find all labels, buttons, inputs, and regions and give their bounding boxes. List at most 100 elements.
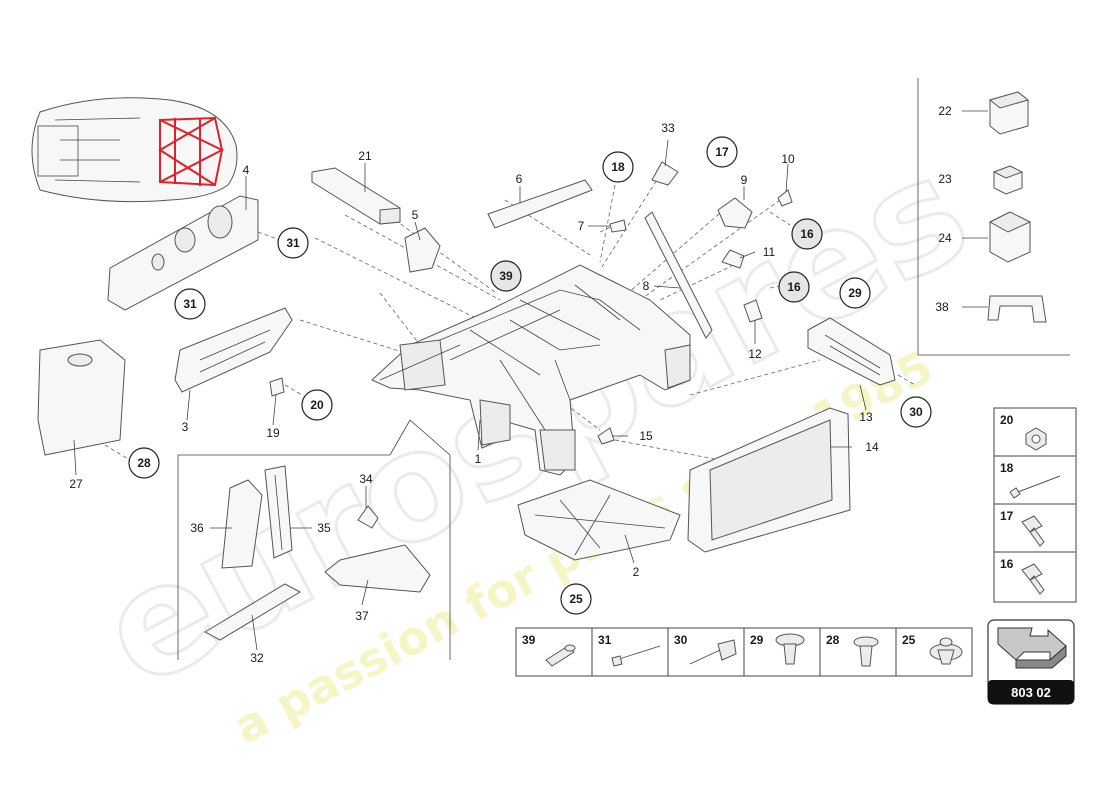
callout-label: 39 [499, 269, 513, 283]
label-22[interactable]: 22 [938, 104, 952, 118]
callout-31-top[interactable]: 31 [277, 227, 309, 259]
legend-item-18[interactable]: 18 [1000, 461, 1061, 499]
label-8[interactable]: 8 [643, 279, 650, 293]
legend-number: 18 [1000, 461, 1014, 475]
label-5[interactable]: 5 [412, 208, 419, 222]
bolt-icon [1021, 563, 1045, 595]
legend-item-28[interactable]: 28 [826, 633, 879, 667]
label-1[interactable]: 1 [475, 452, 482, 466]
label-4[interactable]: 4 [243, 163, 250, 177]
part-6-plate[interactable] [487, 179, 593, 229]
label-33[interactable]: 33 [661, 121, 675, 135]
screw-anchor-icon [689, 649, 721, 665]
part-8-strip[interactable] [644, 211, 713, 339]
label-12[interactable]: 12 [748, 347, 762, 361]
part-36-bracket[interactable] [221, 479, 263, 569]
legend-item-25[interactable]: 25 [902, 633, 963, 665]
legend-item-39[interactable]: 39 [522, 633, 576, 667]
label-35[interactable]: 35 [317, 521, 331, 535]
circled-callouts: 31 31 18 17 16 16 39 29 20 30 28 25 [128, 136, 932, 615]
part-14-cross-frame[interactable] [687, 407, 851, 553]
label-36[interactable]: 36 [190, 521, 204, 535]
callout-label: 31 [286, 236, 300, 250]
car-overview-thumbnail [31, 97, 238, 203]
label-37[interactable]: 37 [355, 609, 369, 623]
part-4-side-panel[interactable] [107, 195, 259, 311]
part-10-clip[interactable] [777, 189, 793, 207]
legend-number: 39 [522, 633, 536, 647]
label-2[interactable]: 2 [633, 565, 640, 579]
label-10[interactable]: 10 [781, 152, 795, 166]
label-11[interactable]: 11 [763, 245, 776, 259]
label-38[interactable]: 38 [935, 300, 949, 314]
fastener-legend-bottom: 39 31 30 29 28 25 [515, 627, 973, 677]
callout-20[interactable]: 20 [301, 389, 333, 421]
legend-number: 25 [902, 633, 916, 647]
label-7[interactable]: 7 [578, 219, 585, 233]
part-2-underbody-plate[interactable] [517, 479, 681, 561]
part-33-clip[interactable] [651, 161, 679, 186]
legend-item-31[interactable]: 31 [598, 633, 661, 667]
part-15-clip[interactable] [597, 427, 615, 445]
callout-label: 29 [848, 286, 862, 300]
bolt-icon [1021, 515, 1045, 547]
callout-label: 17 [715, 145, 729, 159]
side-part-38[interactable] [987, 295, 1047, 323]
part-12-mount[interactable] [743, 299, 763, 323]
reference-frame-lines [177, 78, 1070, 660]
label-19[interactable]: 19 [266, 426, 280, 440]
callout-18[interactable]: 18 [602, 151, 634, 183]
label-24[interactable]: 24 [938, 231, 952, 245]
highlighted-front-frame [158, 116, 225, 187]
label-6[interactable]: 6 [516, 172, 523, 186]
part-9-bracket[interactable] [717, 197, 753, 229]
label-15[interactable]: 15 [639, 429, 653, 443]
legend-item-17[interactable]: 17 [1000, 509, 1045, 547]
callout-25[interactable]: 25 [560, 583, 592, 615]
part-3-side-member[interactable] [174, 307, 293, 393]
part-1-front-frame[interactable] [371, 264, 691, 476]
part-19-bracket[interactable] [269, 377, 285, 397]
label-32[interactable]: 32 [250, 651, 264, 665]
side-part-24[interactable] [988, 211, 1032, 263]
label-14[interactable]: 14 [865, 440, 879, 454]
legend-item-16[interactable]: 16 [1000, 557, 1045, 595]
part-37-bracket[interactable] [324, 544, 431, 593]
legend-item-20[interactable]: 20 [1000, 413, 1047, 451]
part-27-wheelarch[interactable] [37, 339, 126, 456]
legend-number: 31 [598, 633, 612, 647]
callout-28[interactable]: 28 [128, 447, 160, 479]
callout-17[interactable]: 17 [706, 136, 738, 168]
part-35-pillar[interactable] [264, 465, 293, 559]
part-34-clip[interactable] [357, 505, 379, 529]
callout-16-top[interactable]: 16 [791, 218, 823, 250]
label-21[interactable]: 21 [358, 149, 372, 163]
label-3[interactable]: 3 [182, 420, 189, 434]
diagram-code: 803 02 [1011, 685, 1051, 700]
callout-label: 16 [800, 227, 814, 241]
callout-31-bottom[interactable]: 31 [174, 288, 206, 320]
legend-number: 28 [826, 633, 840, 647]
label-23[interactable]: 23 [938, 172, 952, 186]
part-7-clip[interactable] [609, 219, 627, 233]
callout-label: 18 [611, 160, 625, 174]
label-34[interactable]: 34 [359, 472, 373, 486]
callout-29[interactable]: 29 [839, 277, 871, 309]
part-13-bracket-panel[interactable] [807, 317, 896, 386]
callout-16-mid[interactable]: 16 [778, 271, 810, 303]
side-part-22[interactable] [988, 91, 1030, 135]
legend-item-30[interactable]: 30 [674, 633, 737, 665]
part-5-bracket[interactable] [404, 227, 441, 273]
callout-label: 28 [137, 456, 151, 470]
legend-item-29[interactable]: 29 [750, 633, 805, 665]
label-27[interactable]: 27 [69, 477, 83, 491]
side-part-23[interactable] [992, 165, 1024, 195]
callout-39[interactable]: 39 [490, 260, 522, 292]
part-32-rail[interactable] [203, 583, 302, 641]
part-21-rail[interactable] [311, 167, 401, 225]
label-13[interactable]: 13 [859, 410, 873, 424]
label-9[interactable]: 9 [741, 173, 748, 187]
callout-30[interactable]: 30 [900, 396, 932, 428]
legend-number: 29 [750, 633, 764, 647]
